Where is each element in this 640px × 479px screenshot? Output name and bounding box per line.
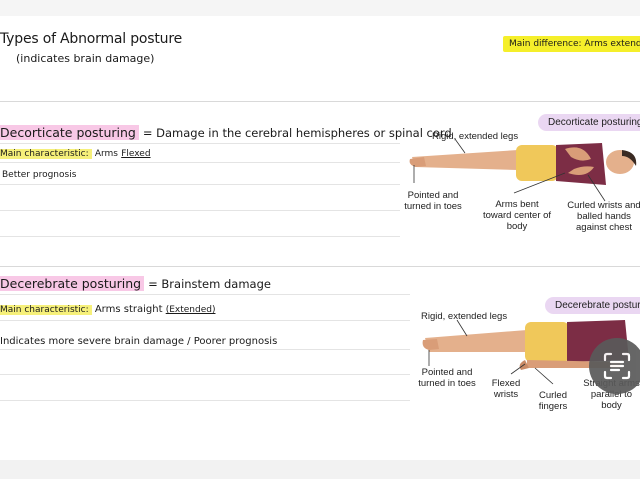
decorticate-heading: Decorticate posturing = Damage in the ce… [0, 125, 452, 140]
page-title: Types of Abnormal posture [0, 31, 182, 47]
characteristic-label: Main characteristic: [0, 305, 92, 315]
characteristic-value-extended: (Extended) [165, 305, 216, 315]
ruled-line [0, 400, 410, 401]
decorticate-definition: = Damage in the cerebral hemispheres or … [142, 126, 452, 140]
feet [422, 339, 439, 350]
ruled-line [0, 210, 400, 211]
hair [622, 150, 637, 166]
characteristic-value: Arms [94, 149, 118, 159]
text-scan-button[interactable] [589, 338, 640, 394]
characteristic-value: Arms straight [94, 304, 163, 315]
decerebrate-term: Decerebrate posturing [0, 276, 145, 291]
ruled-line [0, 294, 410, 295]
ruled-line [0, 349, 410, 350]
decorticate-label-arms: Arms bent toward center of body [482, 199, 552, 232]
decorticate-label-wrists: Curled wrists and balled hands against c… [567, 200, 640, 233]
decerebrate-label-toes: Pointed and turned in toes [418, 367, 476, 389]
decorticate-label-legs: Rigid, extended legs [432, 131, 519, 142]
characteristic-value-flexed: Flexed [121, 149, 151, 159]
bottom-letterbox [0, 460, 640, 479]
shorts [516, 145, 558, 181]
arm-lower [568, 166, 594, 175]
ruled-line [0, 320, 410, 321]
legs [412, 150, 518, 170]
ruled-line [0, 236, 400, 237]
hand [519, 360, 529, 370]
decerebrate-heading: Decerebrate posturing = Brainstem damage [0, 276, 271, 291]
decerebrate-label-fingers: Curled fingers [538, 390, 568, 412]
feet [409, 157, 426, 167]
decerebrate-badge: Decerebrate posturing [545, 297, 640, 314]
decerebrate-note: Indicates more severe brain damage / Poo… [0, 336, 278, 347]
decorticate-label-toes: Pointed and turned in toes [404, 190, 462, 212]
section-divider [0, 266, 640, 267]
decerebrate-characteristic: Main characteristic: Arms straight (Exte… [0, 304, 215, 315]
decerebrate-label-wrists: Flexed wrists [491, 378, 521, 400]
decorticate-characteristic: Main characteristic: Arms Flexed [0, 148, 151, 159]
decorticate-badge: Decorticate posturing [538, 114, 640, 131]
page-subtitle: (indicates brain damage) [16, 52, 155, 65]
text-scan-icon [603, 352, 631, 380]
ruled-line [0, 162, 400, 163]
ruled-line [0, 374, 410, 375]
decerebrate-definition: = Brainstem damage [148, 277, 271, 291]
decorticate-term: Decorticate posturing [0, 125, 139, 140]
ruled-line [0, 143, 400, 144]
decorticate-figure [409, 138, 637, 202]
main-difference-note: Main difference: Arms extended or [503, 36, 640, 52]
characteristic-label: Main characteristic: [0, 149, 92, 159]
section-divider [0, 101, 640, 102]
legs [425, 330, 527, 352]
decerebrate-label-legs: Rigid, extended legs [421, 311, 508, 322]
decorticate-note: Better prognosis [2, 170, 77, 180]
ruled-line [0, 184, 400, 185]
top-letterbox [0, 0, 640, 16]
shorts [525, 322, 569, 362]
arm-upper [565, 147, 591, 161]
